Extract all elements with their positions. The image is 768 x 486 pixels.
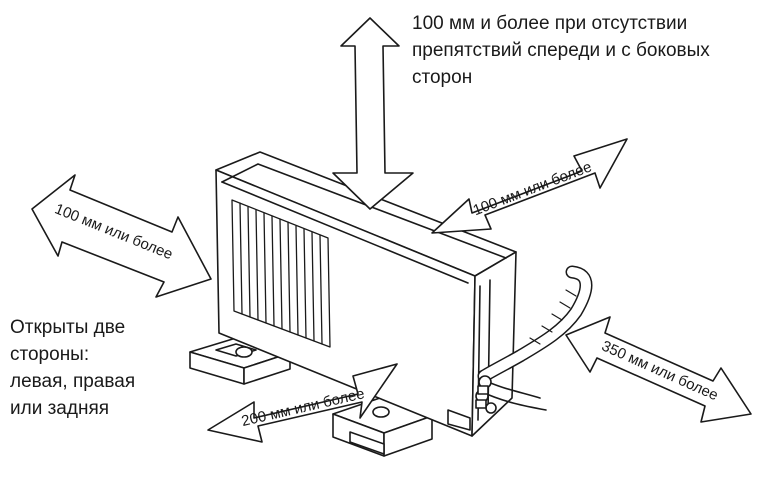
top-clearance-arrow: [332, 17, 414, 210]
outdoor-unit: [215, 151, 517, 437]
rear-clearance-label: 100 мм или более: [471, 158, 594, 219]
open-sides-note: Открыты две стороны: левая, правая или з…: [10, 317, 136, 419]
refrigerant-pipes: [475, 265, 593, 414]
top-clearance-note: 100 мм и более при отсутствии препятстви…: [412, 13, 710, 88]
right-mounting-foot: [332, 397, 433, 457]
right-clearance-arrow: [565, 316, 752, 423]
left-mounting-foot: [189, 337, 291, 385]
rear-clearance-arrow: [431, 138, 628, 234]
unit-front-grille: [231, 199, 331, 348]
right-clearance-label: 350 мм или более: [599, 338, 721, 405]
front-clearance-arrow: [207, 363, 398, 443]
left-clearance-arrow: [31, 174, 212, 298]
